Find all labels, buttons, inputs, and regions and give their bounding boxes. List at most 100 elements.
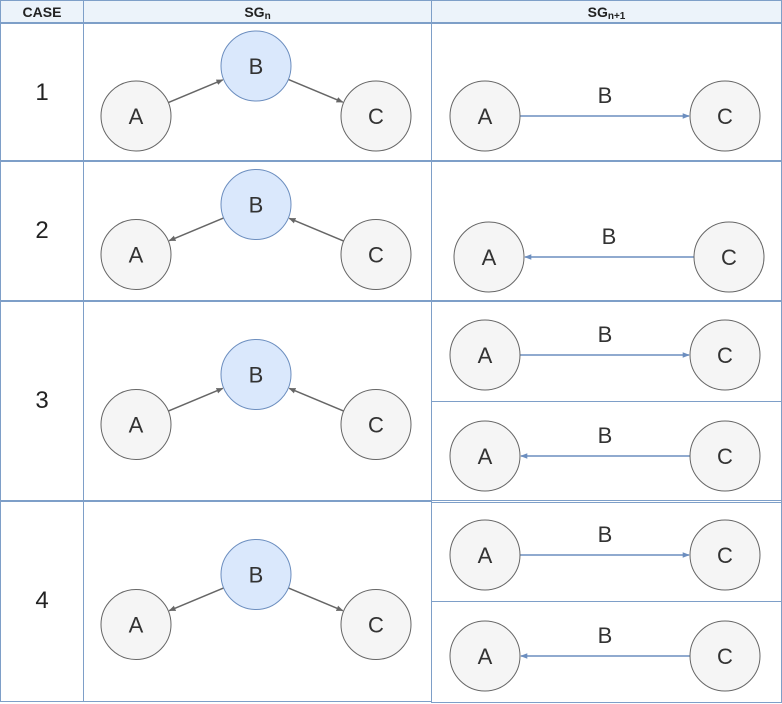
node-a: A [449, 620, 521, 692]
case-column-header: CASE [0, 0, 84, 23]
node-c: C [689, 420, 761, 492]
case-number: 3 [0, 300, 84, 502]
sgn1-header-sub: n+1 [607, 10, 626, 22]
node-a-label: A [129, 243, 144, 268]
node-a-label: A [478, 343, 493, 368]
edge-a-b [168, 79, 224, 104]
node-c-label: C [368, 613, 384, 638]
edge-a-b [168, 387, 224, 412]
node-a: A [100, 589, 172, 660]
sgn-header-sub: n [264, 10, 271, 22]
edge-label-b: B [598, 322, 613, 347]
edge-label-b: B [598, 623, 613, 648]
case-number: 4 [0, 500, 84, 702]
node-a: A [449, 80, 521, 152]
sgn-header-label: SGn [244, 3, 271, 22]
sgn-graph: A B C [100, 169, 412, 290]
node-b: B [220, 30, 292, 102]
node-a-label: A [129, 613, 144, 638]
node-c: C [340, 80, 412, 152]
sgn1-header-label: SGn+1 [587, 3, 626, 22]
edge-b-c [288, 78, 344, 103]
node-a-label: A [478, 444, 493, 469]
node-c: C [689, 319, 761, 391]
node-c-label: C [368, 104, 384, 129]
node-a-label: A [129, 104, 144, 129]
edge-c-b [288, 217, 344, 242]
node-a-label: A [478, 543, 493, 568]
node-c: C [693, 221, 765, 293]
node-c: C [340, 589, 412, 660]
node-a: A [449, 319, 521, 391]
node-a: A [449, 519, 521, 591]
edge-b-a [168, 587, 224, 612]
node-b: B [220, 539, 292, 610]
sgn-diagram-cell: A B C [83, 23, 432, 162]
node-c: C [340, 219, 412, 290]
edge-b-c [288, 587, 344, 612]
node-c-label: C [717, 444, 733, 469]
node-b-label: B [249, 563, 264, 588]
node-a-label: A [482, 245, 497, 270]
sgn-diagram-cell: A B C [83, 300, 432, 502]
sgn-graph: A B C [100, 30, 412, 152]
node-c-label: C [368, 243, 384, 268]
edge-label-b: B [598, 83, 613, 108]
node-a: A [449, 420, 521, 492]
sgn-graph: A B C [100, 339, 412, 460]
edge-label-b: B [598, 423, 613, 448]
sgn1-header-base: SG [587, 3, 608, 20]
node-b: B [220, 169, 292, 240]
case-header-label: CASE [22, 3, 62, 20]
edge-label-b: B [598, 522, 613, 547]
case-number: 2 [0, 160, 84, 302]
node-b-label: B [249, 193, 264, 218]
node-a-label: A [478, 104, 493, 129]
node-c: C [689, 80, 761, 152]
edge-label-b: B [602, 224, 617, 249]
node-b-label: B [249, 363, 264, 388]
node-a-label: A [129, 413, 144, 438]
sgn-graph: A B C [100, 539, 412, 660]
sgn-header-base: SG [244, 3, 265, 20]
sgn-column-header: SGn [83, 0, 432, 23]
sgn-diagram-cell: A B C [83, 500, 432, 702]
node-c: C [689, 620, 761, 692]
node-a-label: A [478, 644, 493, 669]
node-c-label: C [717, 343, 733, 368]
case-number: 1 [0, 23, 84, 162]
node-c-label: C [721, 245, 737, 270]
node-a: A [100, 219, 172, 290]
sgn1-column-header: SGn+1 [431, 0, 782, 23]
node-c: C [340, 389, 412, 460]
node-c-label: C [368, 413, 384, 438]
node-b: B [220, 339, 292, 410]
node-c-label: C [717, 543, 733, 568]
node-b-label: B [249, 54, 264, 79]
sgn-diagram-cell: A B C [83, 160, 432, 302]
edge-b-a [168, 217, 224, 242]
node-a: A [100, 389, 172, 460]
node-a: A [100, 80, 172, 152]
edge-c-b [288, 387, 344, 412]
node-c-label: C [717, 104, 733, 129]
node-c: C [689, 519, 761, 591]
node-c-label: C [717, 644, 733, 669]
node-a: A [453, 221, 525, 293]
